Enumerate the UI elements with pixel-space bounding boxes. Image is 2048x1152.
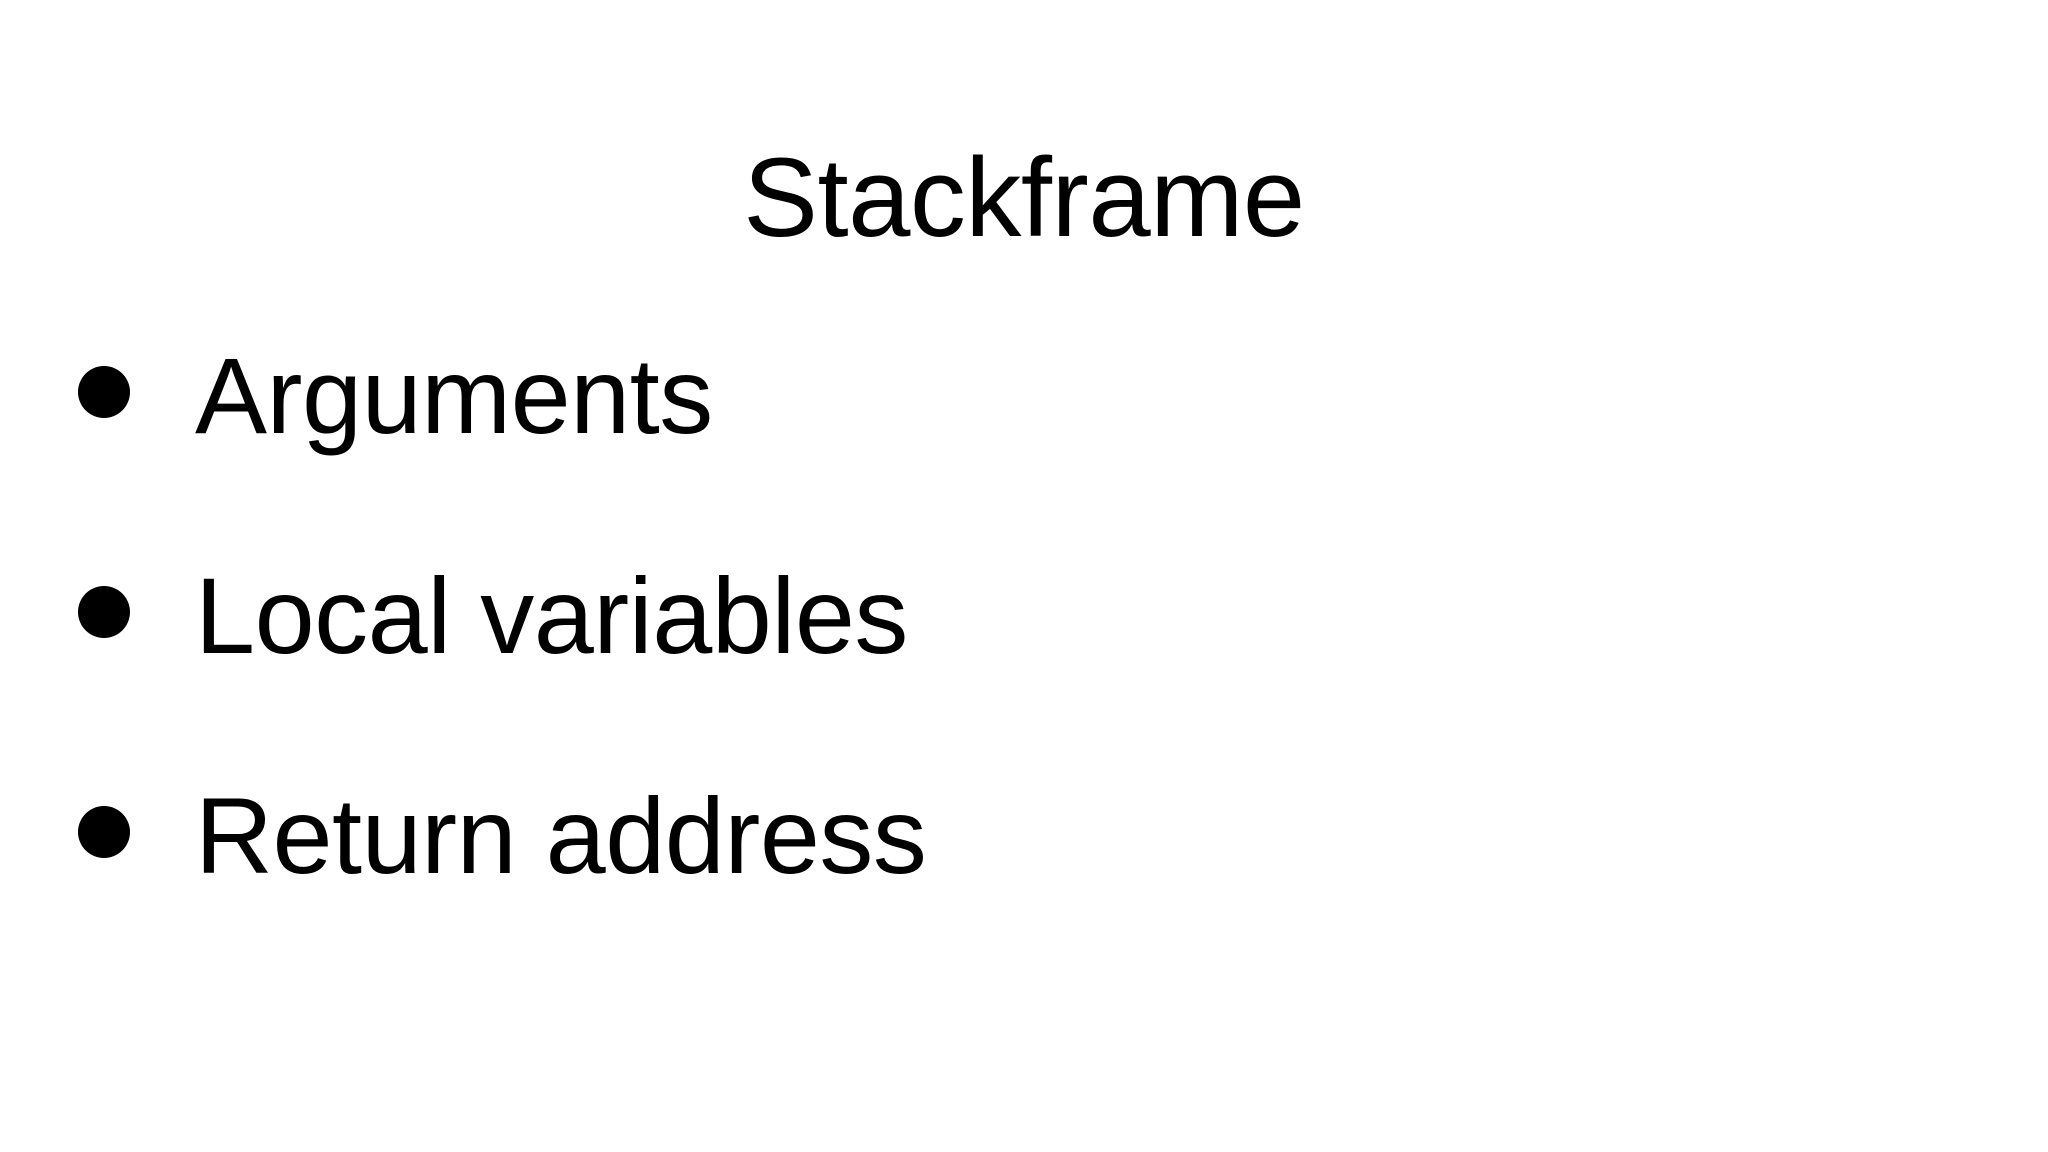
bullet-list: Arguments Local variables Return address: [0, 330, 2048, 990]
list-item-label: Local variables: [195, 555, 908, 676]
list-item-label: Arguments: [195, 335, 713, 456]
list-item-label: Return address: [195, 775, 927, 896]
list-item: Arguments: [0, 330, 2048, 550]
bullet-point-icon: [78, 586, 130, 638]
list-item: Local variables: [0, 550, 2048, 770]
list-item: Return address: [0, 770, 2048, 990]
bullet-point-icon: [78, 806, 130, 858]
page-title: Stackframe: [743, 135, 1305, 261]
bullet-point-icon: [78, 366, 130, 418]
